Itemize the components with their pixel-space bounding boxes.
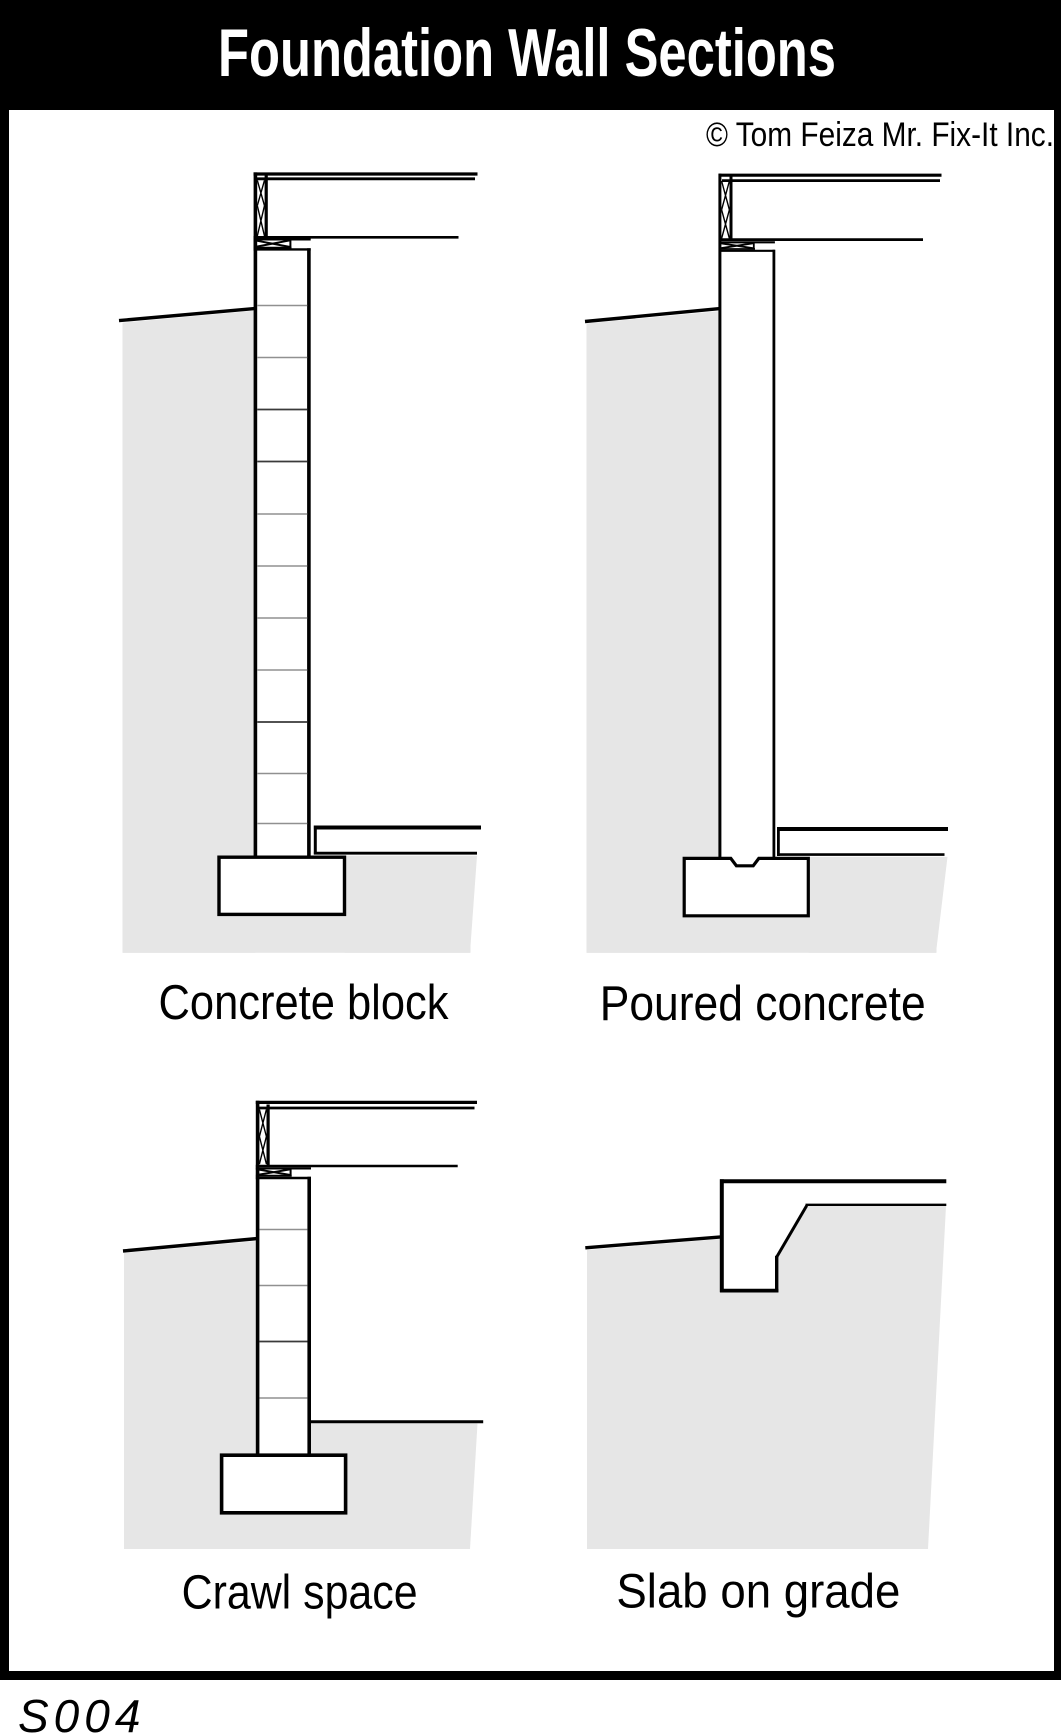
svg-text:© Tom Feiza Mr. Fix-It Inc.: © Tom Feiza Mr. Fix-It Inc.	[706, 116, 1054, 154]
svg-text:Slab on grade: Slab on grade	[616, 1566, 900, 1619]
svg-text:Foundation Wall Sections: Foundation Wall Sections	[218, 15, 836, 91]
svg-text:Crawl space: Crawl space	[182, 1567, 418, 1620]
svg-text:Poured concrete: Poured concrete	[600, 977, 926, 1031]
svg-text:S004: S004	[18, 1690, 145, 1734]
svg-text:Concrete block: Concrete block	[159, 976, 449, 1030]
